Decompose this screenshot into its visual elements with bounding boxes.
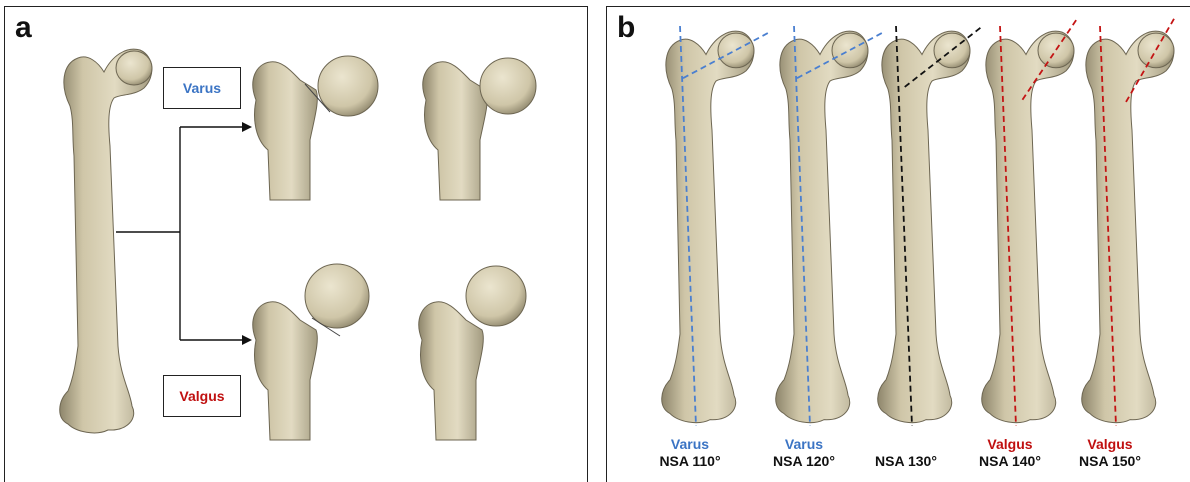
nsa-label: NSA 150° [1060, 453, 1160, 470]
varus-result-femur [423, 58, 536, 200]
nsa-label: NSA 140° [960, 453, 1060, 470]
femur-label-3: NSA 130° [856, 436, 956, 470]
panel-a-full-femur [60, 49, 152, 433]
panel-b-femurs [662, 19, 1174, 426]
femur-type-label: Varus [640, 436, 740, 453]
arrow-head-up [242, 122, 252, 132]
femur-1 [662, 31, 754, 422]
arrow-head-down [242, 335, 252, 345]
nsa-label: NSA 120° [754, 453, 854, 470]
femur-4 [982, 31, 1074, 422]
nsa-label: NSA 130° [856, 453, 956, 470]
varus-cut-femur [253, 56, 378, 200]
femur-type-label [856, 436, 956, 453]
valgus-cut-femur [253, 264, 369, 440]
valgus-result-femur [419, 266, 526, 440]
femur-type-label: Varus [754, 436, 854, 453]
nsa-label: NSA 110° [640, 453, 740, 470]
femur-type-label: Valgus [1060, 436, 1160, 453]
femur-3 [878, 31, 970, 422]
femur-2 [776, 31, 868, 422]
panel-a-connector [116, 127, 244, 340]
femur-5 [1082, 31, 1174, 422]
femur-type-label: Valgus [960, 436, 1060, 453]
